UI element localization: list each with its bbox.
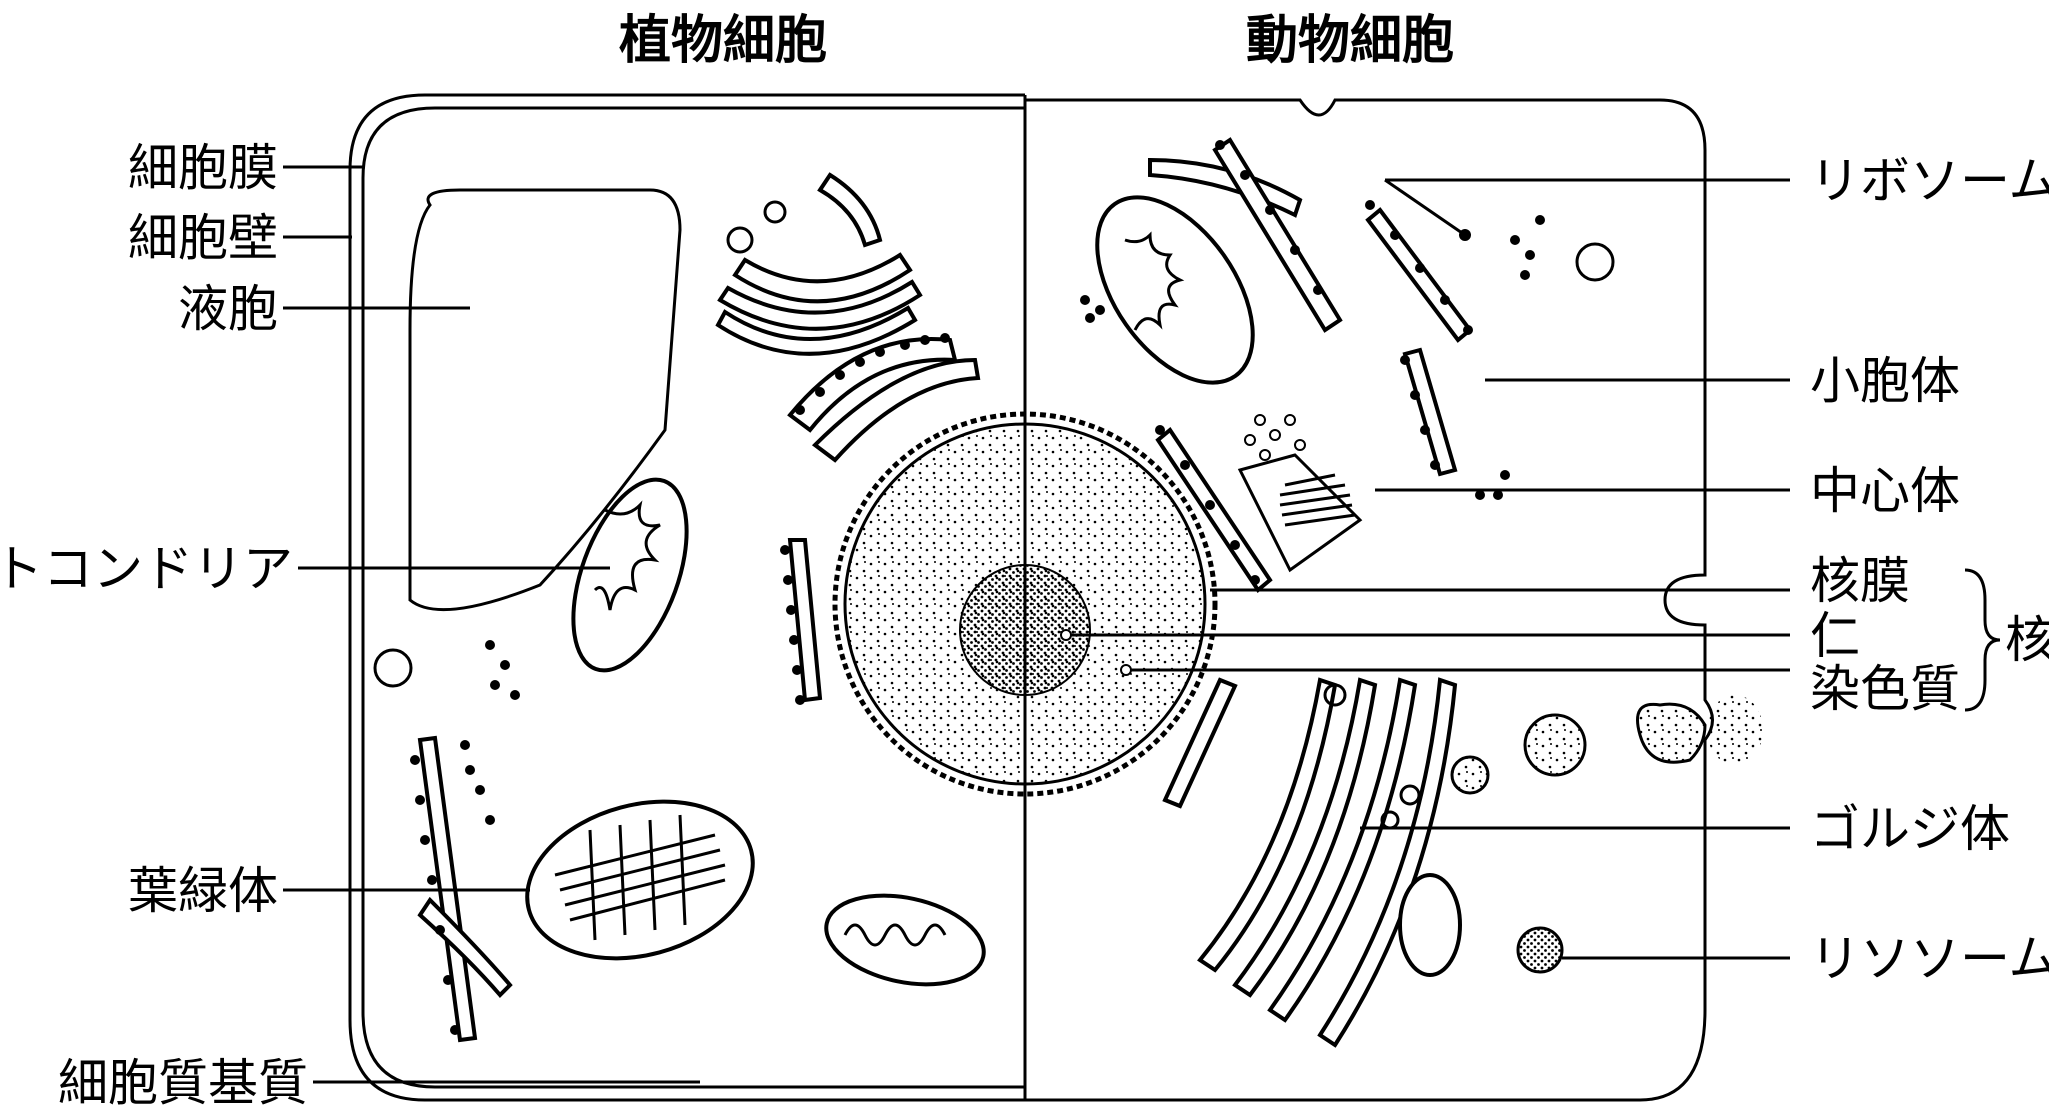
nuclear-envelope — [832, 411, 1218, 797]
label-chloroplast: 葉緑体 — [128, 862, 278, 920]
label-er: 小胞体 — [1810, 352, 1960, 410]
golgi-animal — [1197, 677, 1462, 1048]
secretory-vesicle-1 — [1523, 713, 1587, 777]
left-labels: 細胞膜 細胞壁 液胞 ミトコンドリア 葉緑体 細胞質基質 — [0, 139, 308, 1112]
centrosome — [1237, 414, 1363, 573]
plant-cell-header: 植物細胞 — [619, 11, 827, 71]
left-leader-lines — [283, 165, 700, 1084]
mitochondrion-animal — [1095, 195, 1255, 385]
small-vesicle — [373, 648, 413, 688]
free-vesicle — [1575, 242, 1615, 282]
nucleolus-pointer — [1060, 629, 1072, 641]
golgi-plant — [715, 172, 923, 356]
label-chromatin: 染色質 — [1810, 660, 1960, 718]
nucleus-brace — [1964, 568, 2001, 712]
right-leader-lines — [1068, 178, 1790, 960]
label-vacuole: 液胞 — [178, 280, 278, 338]
label-lysosome: リソソーム — [1810, 930, 2049, 988]
label-centrosome: 中心体 — [1810, 462, 1960, 520]
lysosome — [1516, 926, 1564, 974]
animal-cell-header: 動物細胞 — [1246, 11, 1454, 71]
exocytosis-vesicle — [1636, 702, 1707, 764]
plant-cell-wall — [348, 93, 1025, 1102]
chloroplast — [525, 799, 755, 961]
label-cytosol: 細胞質基質 — [58, 1054, 308, 1112]
label-cell-membrane: 細胞膜 — [128, 139, 278, 197]
exocytosis-release — [1707, 695, 1763, 765]
label-nucleus: 核 — [2005, 611, 2049, 669]
label-mitochondria: ミトコンドリア — [0, 540, 293, 598]
animal-cell-membrane — [1025, 98, 1714, 1102]
label-golgi: ゴルジ体 — [1810, 800, 2010, 858]
vacuole — [408, 188, 682, 612]
secretory-vesicle-2 — [1450, 755, 1490, 795]
endoplasmic-reticulum-animal — [1148, 137, 1473, 809]
label-cell-wall: 細胞壁 — [128, 209, 278, 267]
mitochondrion-plant-2 — [824, 893, 986, 987]
label-nuclear-envelope: 核膜 — [1810, 552, 1910, 610]
mitochondrion-plant-1 — [571, 477, 689, 673]
label-ribosome: リボソーム — [1810, 152, 2049, 210]
right-labels: リボソーム 小胞体 中心体 核膜 仁 染色質 ゴルジ体 リソソーム 核 — [1810, 152, 2049, 988]
nucleolus — [959, 564, 1091, 696]
ribosomes — [410, 140, 1545, 1035]
label-nucleolus: 仁 — [1810, 607, 1860, 665]
chromatin-pointer — [1120, 664, 1132, 676]
